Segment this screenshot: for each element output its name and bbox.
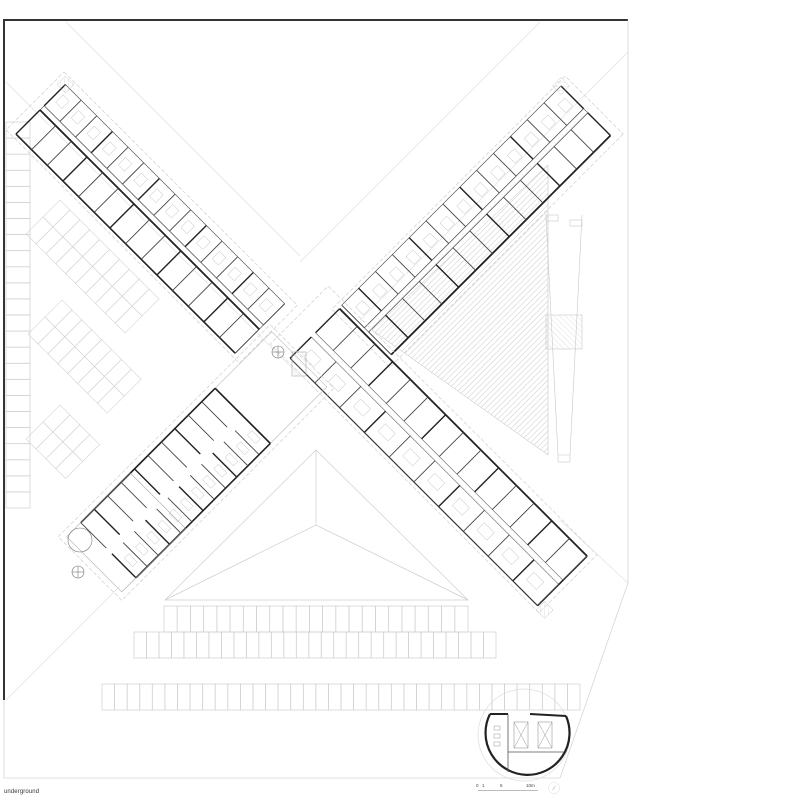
wing-south-east <box>269 285 598 619</box>
hatched-courtyard <box>371 164 549 456</box>
scale-label-0: 0 <box>476 783 479 788</box>
level-label: underground <box>4 789 40 795</box>
scale-bar: 0 1 5 10m <box>476 783 540 793</box>
setout-lines <box>5 21 629 701</box>
scale-bar-line <box>478 790 538 791</box>
site-boundary <box>3 19 629 779</box>
scale-label-10: 10m <box>526 783 535 788</box>
circular-core <box>477 688 571 782</box>
scale-label-1: 1 <box>482 783 485 788</box>
east-ramp <box>545 214 583 463</box>
wing-north-east <box>331 75 624 368</box>
north-arrow-icon <box>548 782 560 794</box>
entrance-hall <box>67 345 307 579</box>
parking-diagonal-grids <box>25 199 160 479</box>
parking-left-column <box>5 121 31 509</box>
parking-rows <box>101 605 581 711</box>
scale-label-5: 5 <box>500 783 503 788</box>
pyramid-roof <box>164 449 469 601</box>
wing-north-west <box>5 71 298 364</box>
